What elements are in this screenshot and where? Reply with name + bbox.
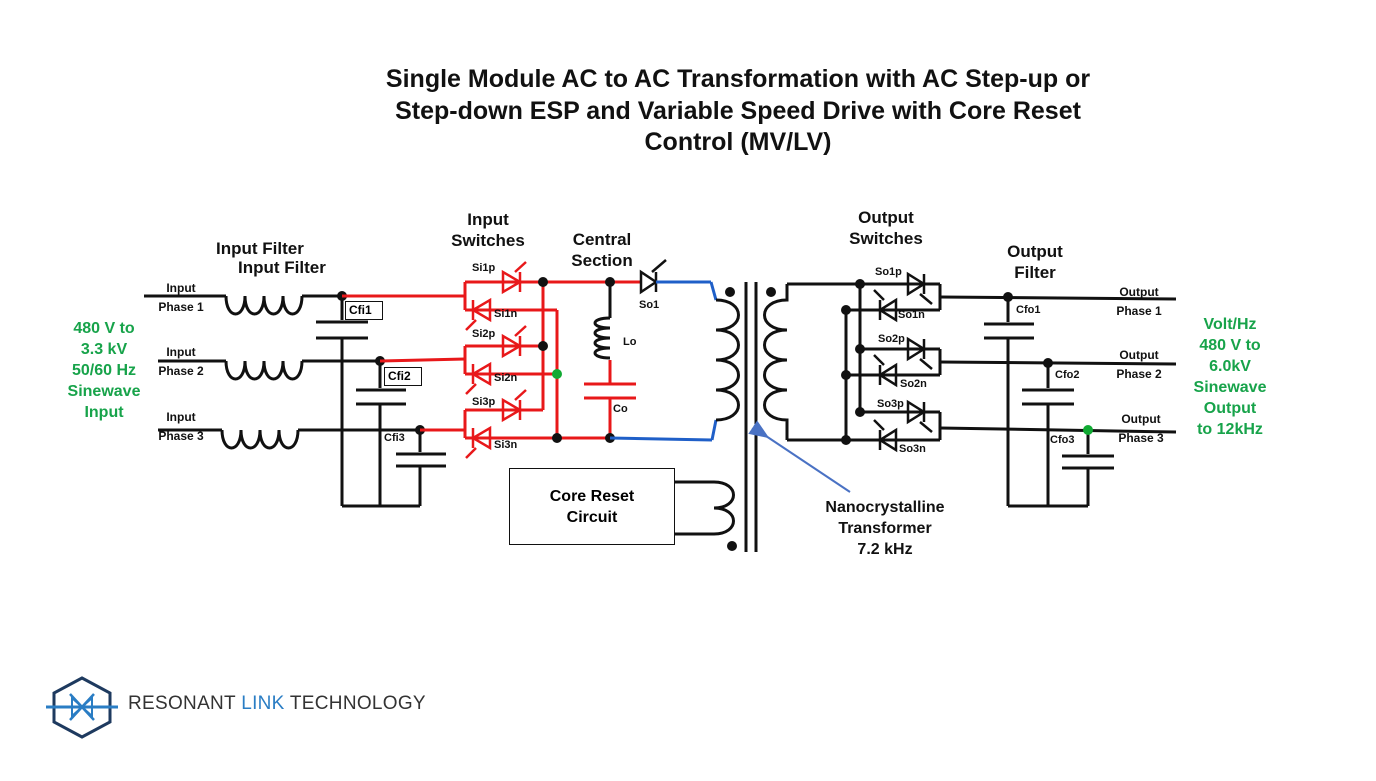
- so3p-label: So3p: [877, 398, 904, 410]
- so2p-label: So2p: [878, 333, 905, 345]
- input-inductor-1: [224, 295, 304, 316]
- transformer: [673, 282, 789, 552]
- so1p-label: So1p: [875, 266, 902, 278]
- si1p-label: Si1p: [472, 262, 496, 274]
- cfo1-label: Cfo1: [1016, 304, 1041, 316]
- input-filter-nodes: [337, 291, 425, 435]
- transformer-arrow: [748, 420, 851, 493]
- cfi2-label: Cfi2: [384, 367, 422, 386]
- si2p-label: Si2p: [472, 328, 496, 340]
- output-switch-symbols: [873, 271, 933, 453]
- output-filter-nodes: [1003, 292, 1093, 435]
- output-switches: [787, 282, 942, 442]
- input-inductor-2: [224, 360, 304, 381]
- so3n-label: So3n: [899, 443, 926, 455]
- so1n-label: So1n: [898, 309, 925, 321]
- company-logo-icon: [46, 676, 118, 739]
- si1n-label: Si1n: [494, 308, 518, 320]
- primary-winding-leads: [609, 280, 718, 442]
- input-filter-label-2: Input Filter: [238, 258, 326, 277]
- transformer-dots: [725, 287, 776, 551]
- page-title: Single Module AC to AC Transformation wi…: [330, 64, 1146, 159]
- cfo2-label: Cfo2: [1055, 369, 1080, 381]
- central-nodes: [538, 277, 615, 443]
- si2n-label: Si2n: [494, 372, 518, 384]
- input-inductor-3: [220, 429, 300, 450]
- output-switch-nodes: [841, 279, 865, 445]
- title-line-2: Step-down ESP and Variable Speed Drive w…: [395, 96, 1081, 125]
- cfo3-label: Cfo3: [1050, 434, 1075, 446]
- lo-label: Lo: [623, 336, 637, 348]
- company-name: RESONANT LINK TECHNOLOGY: [128, 693, 426, 714]
- title-line-1: Single Module AC to AC Transformation wi…: [385, 65, 1091, 93]
- output-filter: [939, 295, 1177, 508]
- cfi1-label: Cfi1: [345, 301, 383, 320]
- co-label: Co: [613, 403, 628, 415]
- title-line-3: Control (MV/LV): [644, 128, 832, 156]
- si3p-label: Si3p: [472, 396, 496, 408]
- lo-inductor: [593, 282, 612, 360]
- so1-label: So1: [639, 299, 660, 311]
- input-filter-label-1: Input Filter: [216, 239, 304, 258]
- so2n-label: So2n: [900, 378, 927, 390]
- si3n-label: Si3n: [494, 439, 518, 451]
- input-filter: [144, 294, 446, 508]
- input-switch-symbols: [465, 261, 527, 459]
- cfi3-label: Cfi3: [384, 432, 405, 444]
